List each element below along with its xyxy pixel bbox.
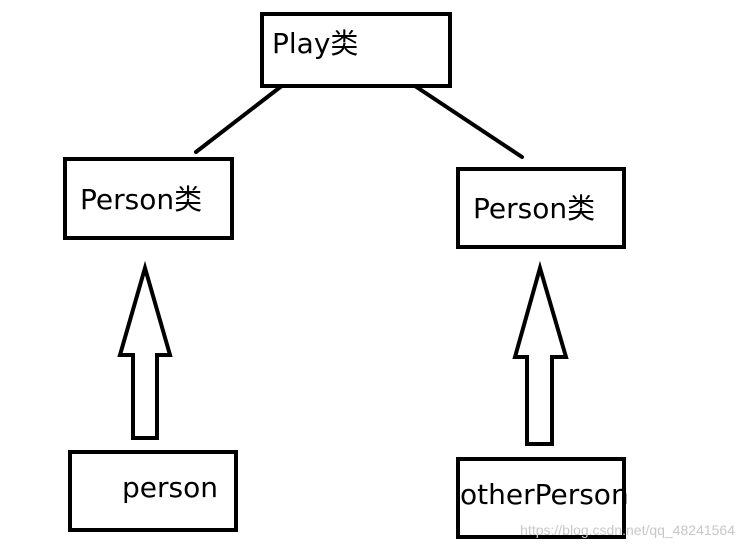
person-class-box-left	[63, 157, 234, 240]
person-class-label-left: Person类	[80, 183, 203, 216]
connector-play-to-person-left	[194, 76, 294, 154]
other-person-object-label: otherPerson	[460, 478, 629, 511]
watermark-url: https://blog.csdn.net/qq_48241564	[520, 522, 735, 538]
connector-play-to-person-right	[413, 84, 524, 159]
play-class-box	[260, 12, 452, 88]
person-object-box	[68, 450, 238, 532]
up-arrow-left	[117, 260, 173, 440]
person-class-label-right: Person类	[473, 192, 596, 225]
person-class-box-right	[456, 167, 626, 249]
person-object-label: person	[122, 471, 218, 504]
other-person-object-box	[456, 457, 626, 539]
play-class-label: Play类	[272, 27, 359, 60]
up-arrow-right	[512, 260, 569, 446]
